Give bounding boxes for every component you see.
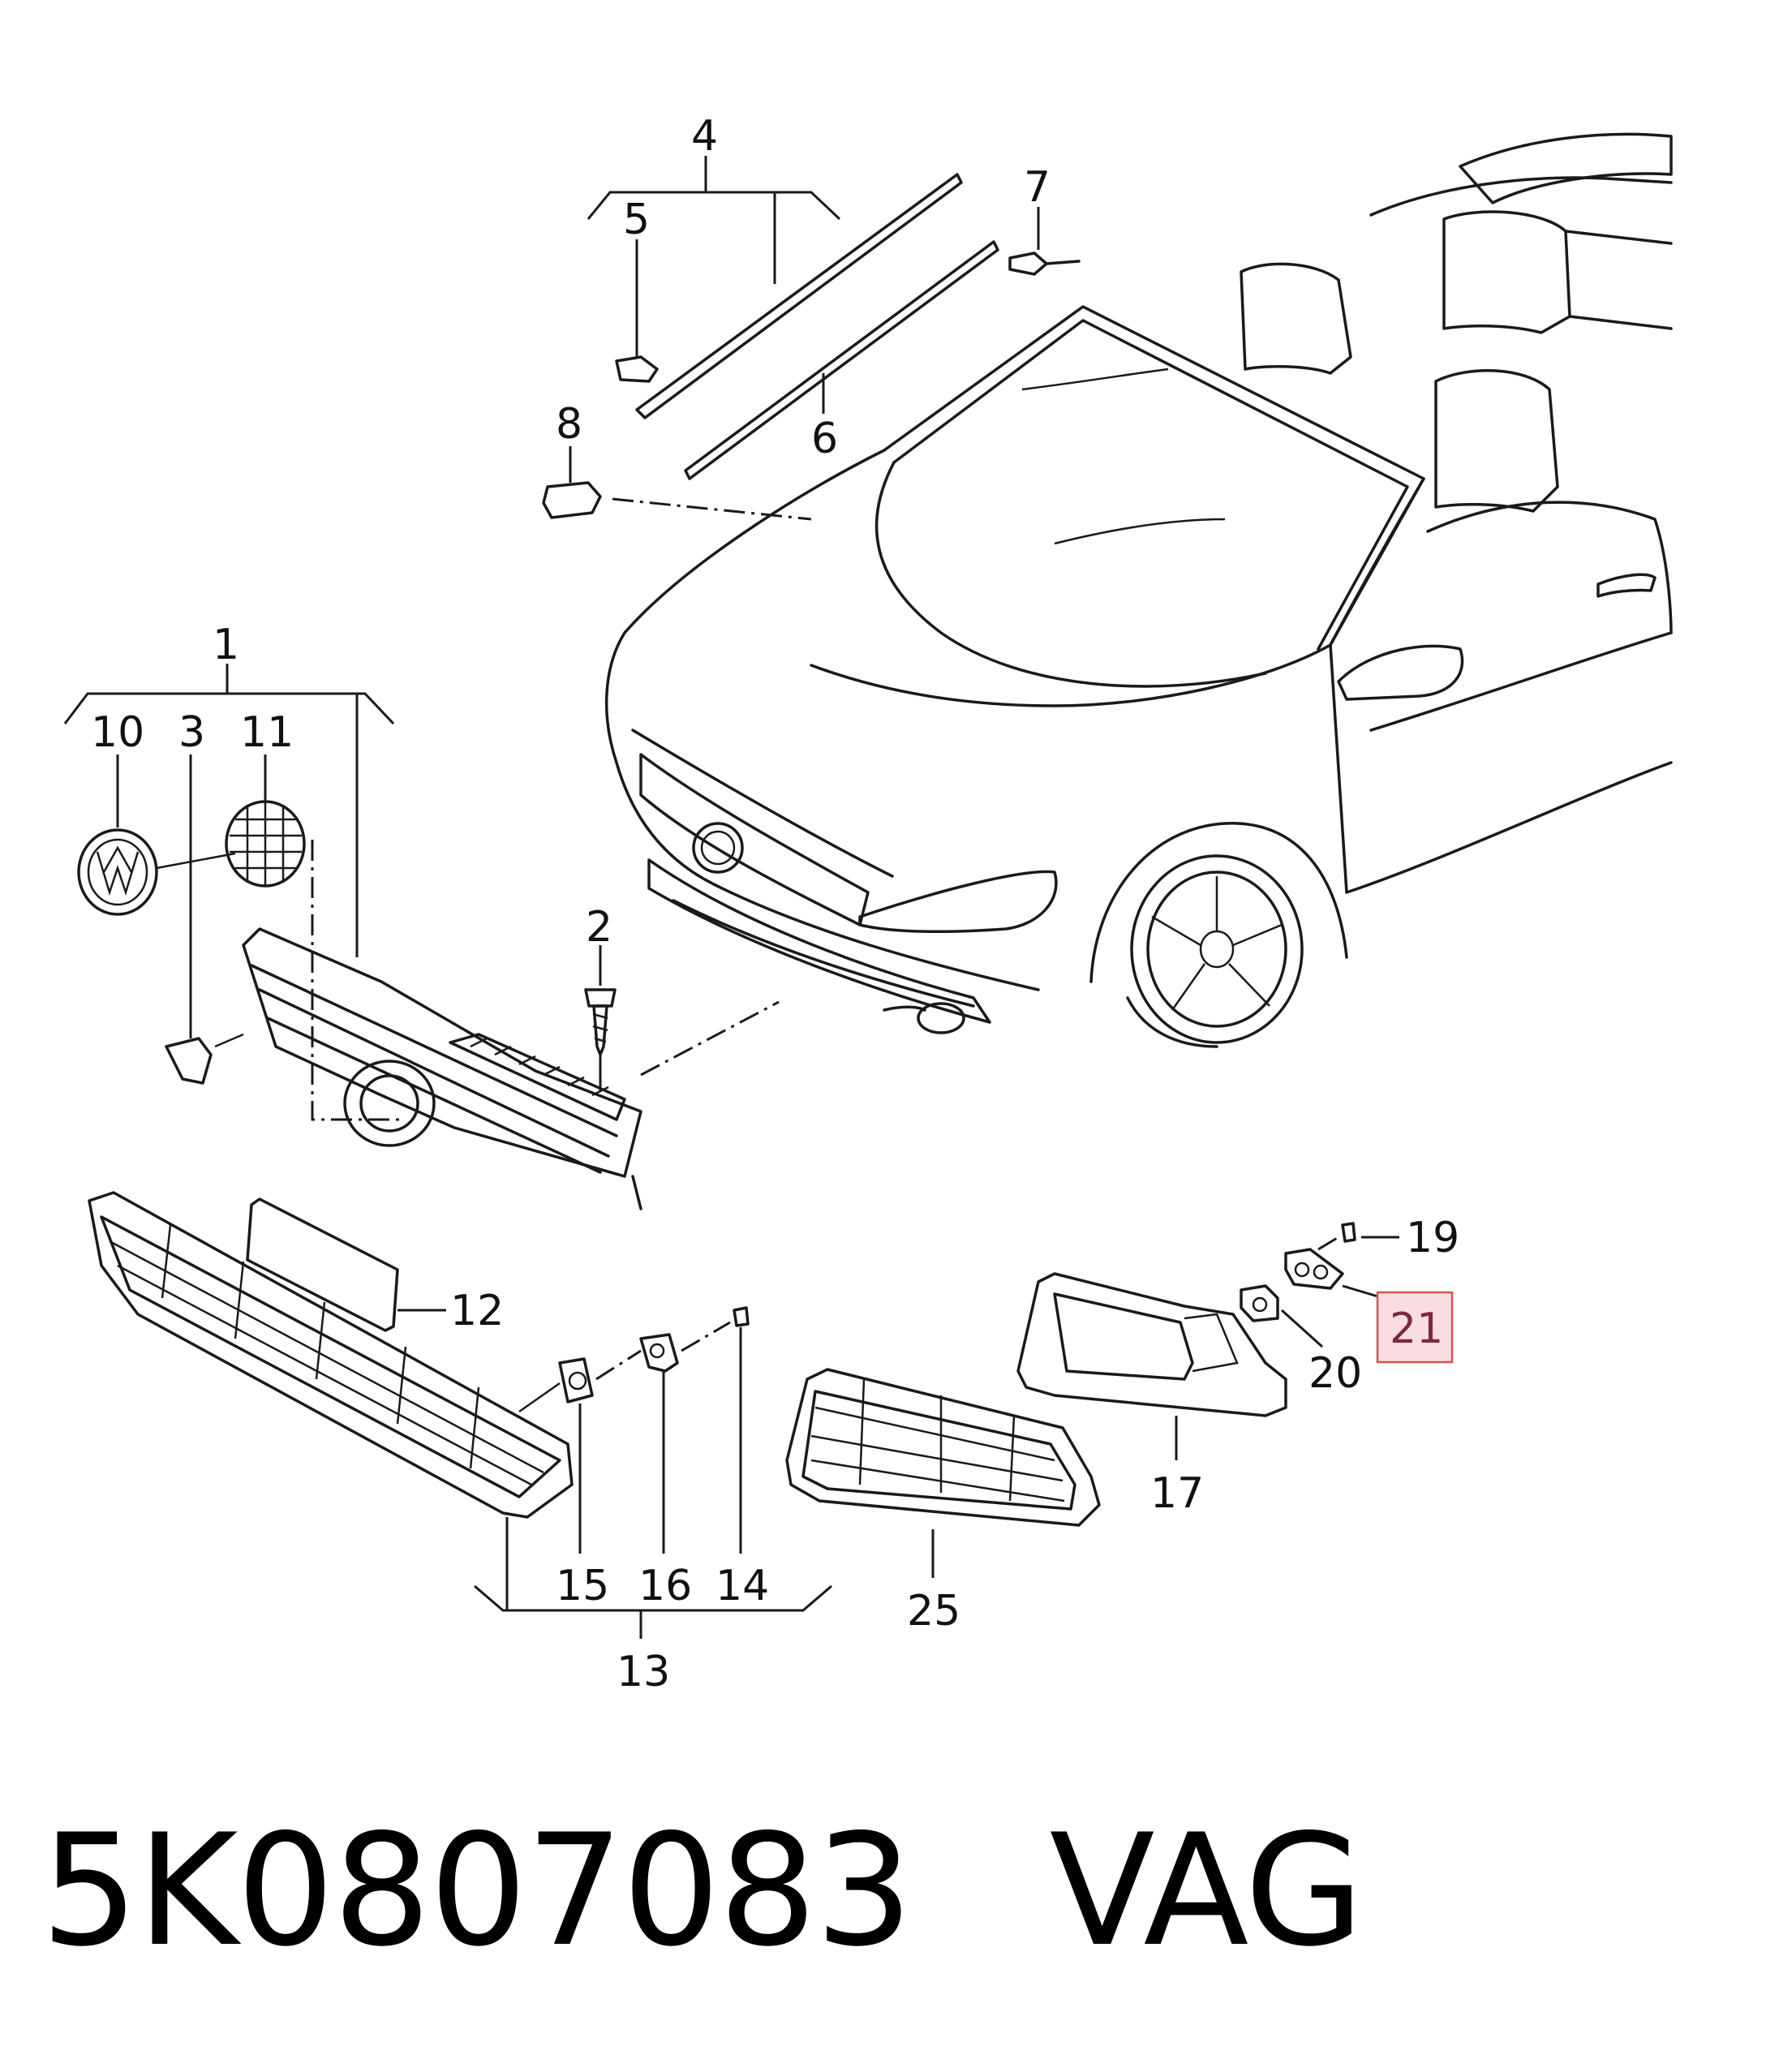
callout-25: 25 [907,1587,960,1636]
callout-21: 21 [1390,1305,1443,1353]
callout-21-highlight [1376,1291,1454,1364]
callout-3: 3 [178,708,205,757]
callout-7: 7 [1024,163,1051,212]
callout-2: 2 [586,903,612,952]
callout-17: 17 [1150,1469,1204,1518]
part-number-caption: 5K0807083 VAG [41,1801,1364,1980]
callout-16: 16 [638,1562,692,1610]
callout-4: 4 [691,112,718,161]
callout-15: 15 [556,1562,609,1610]
part-number: 5K0807083 [41,1801,913,1980]
callout-11: 11 [240,708,294,757]
callout-6: 6 [811,415,838,463]
fog-cover-group [785,1222,1399,1578]
callout-14: 14 [715,1562,769,1610]
car-illustration [604,132,1673,1048]
callout-5: 5 [623,196,650,244]
callout-12: 12 [450,1287,504,1335]
brand-name: VAG [1049,1801,1364,1980]
lower-grille-group [88,1191,832,1639]
upper-grille-group [63,664,780,1210]
callout-19: 19 [1406,1214,1459,1262]
callout-20: 20 [1308,1349,1362,1398]
callout-1: 1 [213,621,239,669]
callout-13: 13 [617,1648,670,1696]
callout-8: 8 [556,400,582,449]
callout-10: 10 [91,708,144,757]
upper-trim-group [542,156,1081,521]
